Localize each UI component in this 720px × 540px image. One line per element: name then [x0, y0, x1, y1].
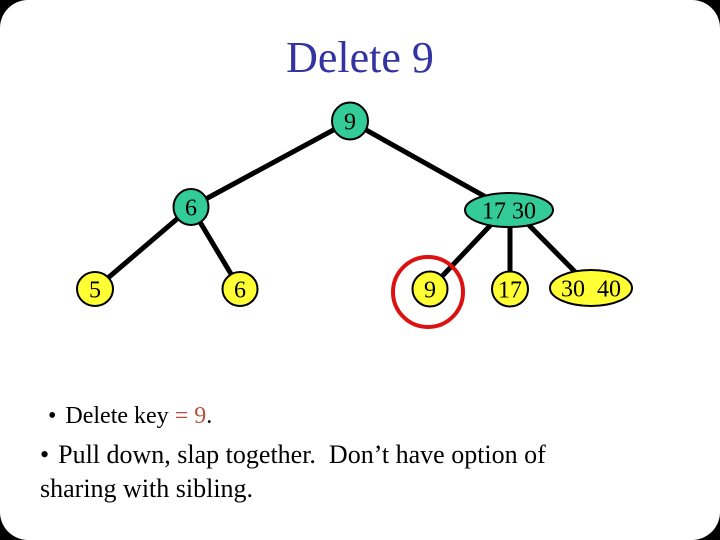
root-node-shape [331, 101, 369, 141]
bullet-text-pull-down-line2: sharing with sibling. [40, 474, 254, 504]
root-node: 9 [331, 101, 369, 141]
internal-node-17-30-label: 17 30 [482, 198, 536, 224]
internal-node-6-label: 6 [185, 195, 197, 221]
internal-node-17-30: 17 30 [464, 192, 554, 228]
bullet-text-pull-down-line1: Pull down, slap together. Don’t have opt… [58, 440, 546, 469]
leaf-node-5-label: 5 [89, 277, 101, 303]
leaf-node-17-shape [491, 270, 529, 308]
delete-highlight-circle [391, 255, 465, 329]
bullet-text-period: . [206, 403, 213, 429]
bullet-item-pull-down: • Pull down, slap together. Don’t have op… [40, 438, 670, 507]
leaf-node-30-40: 30 40 [549, 269, 633, 307]
bullet-text-delete-key: Delete key [65, 403, 175, 429]
leaf-node-9: 9 [411, 270, 449, 308]
bullet-marker: • [40, 440, 50, 469]
edge-6-to-leaf-5 [92, 204, 194, 292]
leaf-node-30-40-shape [549, 269, 633, 307]
leaf-node-5: 5 [76, 271, 114, 307]
leaf-node-9-shape [411, 270, 449, 308]
root-node-label: 9 [344, 109, 356, 135]
bullet-item-delete-key: • Delete key = 9. [40, 401, 670, 431]
leaf-node-30-40-label: 30 40 [561, 276, 621, 302]
leaf-node-17-label: 17 [498, 277, 522, 303]
leaf-node-6: 6 [221, 271, 259, 307]
edge-root-to-6 [188, 118, 353, 210]
leaf-node-5-shape [76, 271, 114, 307]
internal-node-6: 6 [172, 188, 210, 226]
bullet-marker: • [48, 403, 57, 429]
internal-node-6-shape [172, 188, 210, 226]
edge-root-to-17-30 [347, 118, 512, 213]
bullet-highlight-equals-9: = 9 [174, 403, 207, 429]
internal-node-17-30-shape [464, 192, 554, 228]
leaf-node-17: 17 [491, 270, 529, 308]
leaf-node-6-label: 6 [234, 277, 246, 303]
leaf-node-6-shape [221, 271, 259, 307]
bullet-list: •Delete key = 9. •Pull down, slap togeth… [40, 401, 670, 507]
leaf-node-9-label: 9 [424, 277, 436, 303]
page-title: Delete 9 [286, 33, 434, 82]
